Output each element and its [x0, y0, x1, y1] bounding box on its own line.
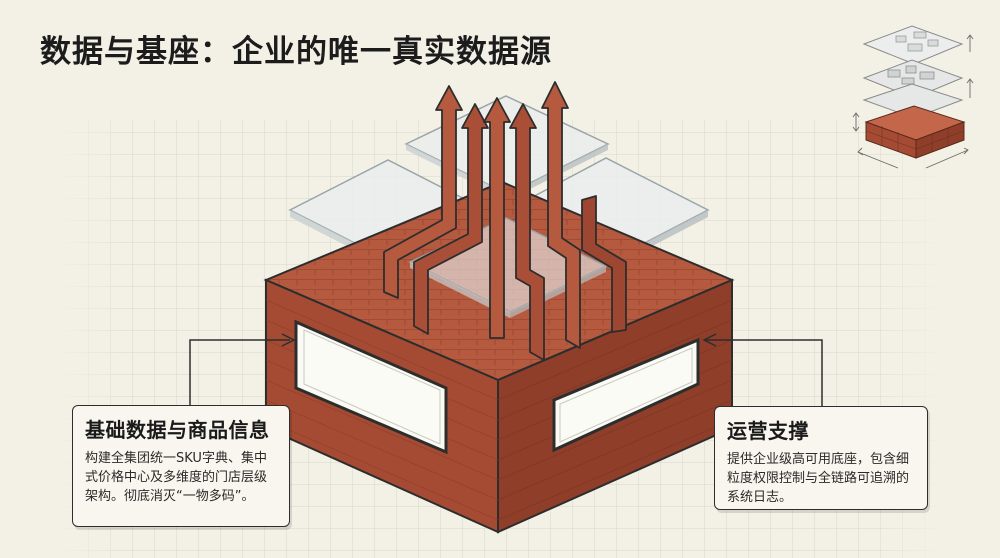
card-body: 提供企业级高可用底座，包含细粒度权限控制与全链路可追溯的系统日志。	[727, 452, 910, 505]
window-left	[294, 319, 448, 455]
page-title: 数据与基座：企业的唯一真实数据源	[40, 34, 552, 70]
card-operations-support: 运营支撑 提供企业级高可用底座，包含细粒度权限控制与全链路可追溯的系统日志。	[714, 406, 928, 510]
layered-architecture-icon	[852, 25, 974, 169]
card-body: 构建全集团统一SKU字典、集中式价格中心及多维度的门店层级架构。彻底消灭“一物多…	[85, 451, 268, 504]
card-heading: 运营支撑	[727, 419, 809, 443]
card-basic-data: 基础数据与商品信息 构建全集团统一SKU字典、集中式价格中心及多维度的门店层级架…	[72, 405, 290, 527]
card-heading: 基础数据与商品信息	[85, 418, 270, 442]
connector-left	[189, 333, 296, 405]
connector-right	[702, 333, 823, 406]
up-arrow-icon	[383, 81, 627, 361]
window-right	[552, 337, 700, 453]
